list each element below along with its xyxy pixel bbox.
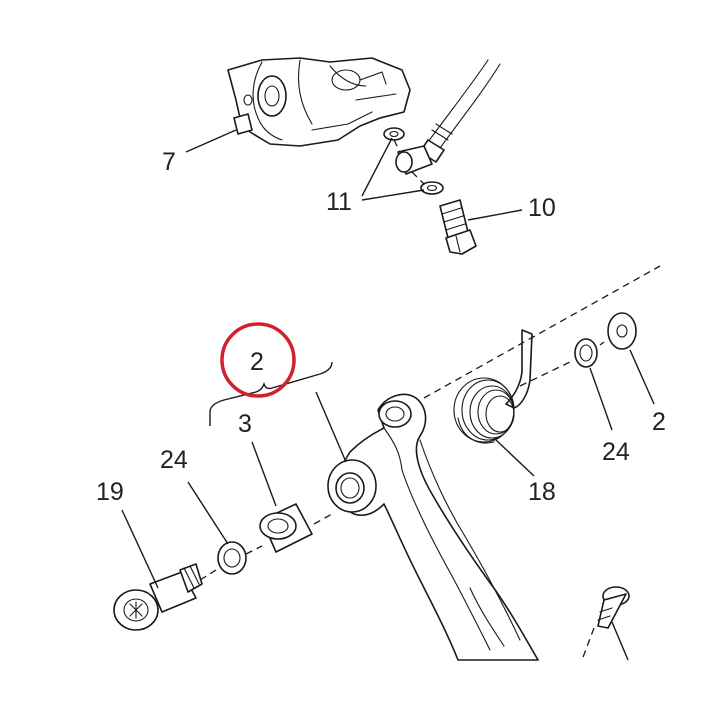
pivot-bolt (113, 563, 203, 631)
pivot-bushing (259, 503, 313, 553)
leader-2-right (629, 349, 655, 405)
washer-right-edge (607, 312, 637, 350)
banjo-axis-line (393, 139, 425, 185)
copper-washer-lower (420, 181, 444, 195)
leader-11-upper (361, 137, 393, 197)
washer-24-left (217, 541, 247, 575)
pedal-bolt-axis (581, 627, 595, 661)
return-spring (453, 329, 533, 444)
spring-axis-line (519, 341, 605, 387)
copper-washer-upper (383, 127, 405, 141)
label-3: 3 (238, 410, 252, 438)
brake-hose (419, 59, 501, 163)
leader-24-left (187, 481, 229, 545)
leader-7 (185, 129, 237, 153)
pivot-boss (327, 459, 377, 513)
label-2-assembly: 2 (250, 348, 264, 376)
label-19: 19 (96, 478, 124, 506)
banjo-fitting (395, 145, 433, 175)
brake-pedal-lever (336, 393, 539, 661)
pivot-axis-line-right (423, 265, 661, 399)
highlight-circle (220, 322, 296, 398)
leader-10 (467, 209, 523, 221)
leader-2-assembly (315, 391, 347, 463)
assembly-bracket (209, 361, 333, 426)
washer-24-right (574, 338, 598, 368)
leader-18 (495, 439, 535, 477)
leader-19 (121, 509, 159, 589)
leader-3 (251, 441, 277, 507)
label-10: 10 (528, 194, 556, 222)
label-24-right: 24 (602, 438, 630, 466)
label-7: 7 (162, 148, 176, 176)
label-11: 11 (326, 188, 352, 216)
banjo-bolt (439, 199, 477, 255)
pivot-axis-line-left (199, 513, 333, 581)
label-18: 18 (528, 478, 556, 506)
leader-11-lower (361, 189, 425, 201)
brake-caliper (227, 57, 411, 147)
leader-24-right (589, 367, 613, 431)
label-2-right: 2 (652, 408, 666, 436)
pedal-bolt (597, 586, 630, 661)
label-24-left: 24 (160, 446, 188, 474)
